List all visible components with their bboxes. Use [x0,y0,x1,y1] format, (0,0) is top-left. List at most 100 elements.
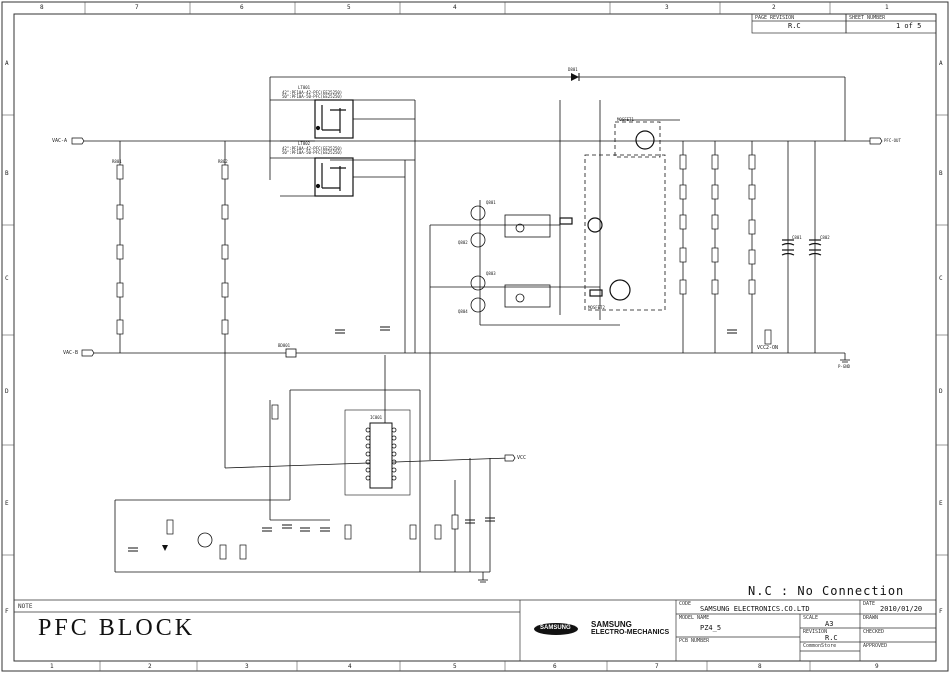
bridge-bd801 [285,348,297,358]
part-c801: C801 [792,235,802,240]
zone-side-b: B [5,170,9,177]
zone-bottom-6: 6 [553,663,557,670]
zone-side-e: E [5,500,9,507]
code-label: CODE [679,601,692,607]
revision-label: REVISION [803,629,828,635]
company-name: SAMSUNG ELECTRONICS.CO.LTD [700,605,810,613]
part-bd801: BD801 [278,343,291,348]
lower-resistors [166,404,459,560]
ic801-region [344,409,411,496]
pcb-number-label: PCB NUMBER [679,638,710,644]
sheet-number-label: SHEET NUMBER [849,15,886,21]
logo-line1: SAMSUNG [591,620,632,629]
model-name-label: MODEL NAME [679,615,710,621]
part-lt802: LT802 [298,141,311,146]
zone-bottom-2: 2 [148,663,152,670]
zone-top-3: 3 [665,4,669,11]
logo-badge-text: SAMSUNG [540,625,571,631]
part-lt801: LT801 [298,85,311,90]
zone-side-a-right: A [939,60,943,67]
checked-label: CHECKED [863,629,885,635]
note-label: NOTE [18,603,33,610]
part-ic801: IC801 [370,415,383,420]
part-mosfet1: MOSFET1 [617,117,634,122]
part-q804: Q804 [458,309,468,314]
zone-bottom-3: 3 [245,663,249,670]
zone-top-1: 1 [885,4,889,11]
zone-side-d: D [5,388,9,395]
zone-side-a: A [5,60,9,67]
part-r801: R801 [112,159,122,164]
zone-side-e-right: E [939,500,943,507]
resistor-stack-left [116,164,229,335]
logo-line2: ELECTRO-MECHANICS [591,629,670,636]
ic801-body [365,422,397,489]
part-c802: C802 [820,235,830,240]
inner-border [13,13,937,662]
block-title: PFC BLOCK [38,615,196,641]
resistor-stack-right [679,154,772,345]
mosfet-dashed-boxes [584,121,666,311]
date-label: DATE [863,601,876,607]
gate-drive-loops [504,214,551,308]
zone-bottom-1: 1 [50,663,54,670]
ground-symbols [478,353,850,583]
net-vcc2-on: VCC2-ON [757,345,779,351]
part-d801: D801 [568,67,578,72]
title-block [14,599,936,661]
part-mosfet2: MOSFET2 [588,305,605,310]
mosfet-symbols [559,130,655,301]
zone-top-2: 2 [772,4,776,11]
net-p-gnd: P-GND [838,364,851,369]
net-connectors [71,137,883,462]
inductor-lt801 [314,99,354,139]
page-revision-value: R.C [788,22,801,30]
scale-label: SCALE [803,615,819,621]
header-boxes [751,13,937,34]
zone-side-b-right: B [939,170,943,177]
page-revision-label: PAGE REVISION [755,15,795,21]
zener-diode [162,545,168,551]
zone-side-d-right: D [939,388,943,395]
net-vac-b: VAC-B [63,350,79,356]
model-name-value: PZ4_5 [700,624,722,632]
nc-note: N.C : No Connection [748,584,905,598]
zone-top-7: 7 [135,4,139,11]
common-store-label: CommonStore [803,643,837,649]
net-vac-a: VAC-A [52,138,68,144]
zone-top-5: 5 [347,4,351,11]
diode-d801 [571,73,580,81]
part-lt801-note: 42":PF10A-42-PFC(EE25250) 50":PF10A-50-P… [282,90,343,99]
zone-bottom-7: 7 [655,663,659,670]
sheet-number-value: 1 of 5 [896,22,922,30]
scale-value: A3 [825,620,834,628]
part-q801: Q801 [486,200,496,205]
zone-side-c: C [5,275,9,282]
inductor-wires [270,99,415,197]
zone-top-8: 8 [40,4,44,11]
zone-side-c-right: C [939,275,943,282]
drawn-label: DRAWN [863,615,879,621]
bulk-capacitors [781,239,822,256]
zone-bottom-4: 4 [348,663,352,670]
inductor-lt802 [314,157,354,197]
revision-value: R.C [825,634,838,642]
zone-top-4: 4 [453,4,457,11]
part-q803: Q803 [486,271,496,276]
date-value: 2010/01/20 [880,605,923,613]
samsung-logo-badge [534,623,578,635]
zone-bottom-5: 5 [453,663,457,670]
part-q802: Q802 [458,240,468,245]
lower-capacitors [128,326,737,552]
net-vcc: VCC [517,455,527,461]
transistors [197,205,486,548]
part-lt802-note: 42":PF10A-42-PFC(EE25250) 50":PF10A-50-P… [282,146,343,155]
part-r802: R802 [218,159,228,164]
zone-bottom-8: 8 [758,663,762,670]
zone-bottom-9: 9 [875,663,879,670]
zone-top-6: 6 [240,4,244,11]
zone-side-f: F [5,608,9,615]
